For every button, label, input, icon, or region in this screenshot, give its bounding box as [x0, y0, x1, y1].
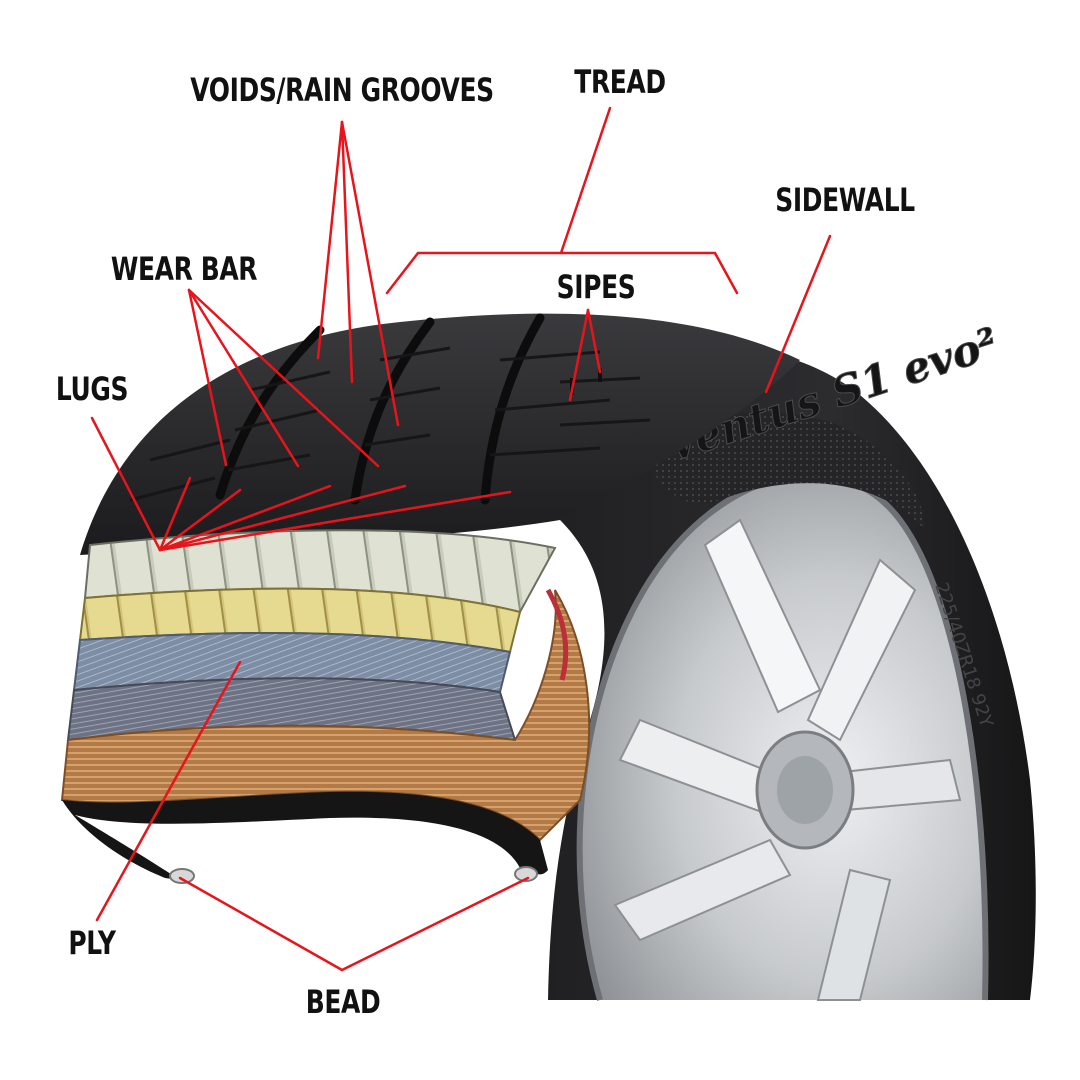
sidewall-texture	[640, 412, 925, 530]
bead-left	[169, 868, 195, 884]
tread-blocks	[129, 346, 651, 502]
inner-liner	[62, 791, 548, 880]
label-sipes: SIPES	[556, 268, 636, 306]
layer-red-liner	[545, 588, 569, 681]
wheel-rim	[576, 471, 989, 1001]
label-voids-rain-grooves: VOIDS/RAIN GROOVES	[190, 71, 494, 109]
bead-right	[514, 866, 538, 882]
label-wear-bar: WEAR BAR	[110, 250, 258, 288]
label-lugs: LUGS	[55, 370, 129, 408]
label-ply: PLY	[68, 924, 116, 962]
leader-lines	[90, 106, 832, 972]
tread-grooves	[215, 313, 545, 505]
label-tread: TREAD	[574, 63, 666, 101]
tread-crown	[80, 313, 800, 555]
label-sidewall: SIDEWALL	[775, 181, 915, 219]
label-bead: BEAD	[305, 983, 381, 1021]
